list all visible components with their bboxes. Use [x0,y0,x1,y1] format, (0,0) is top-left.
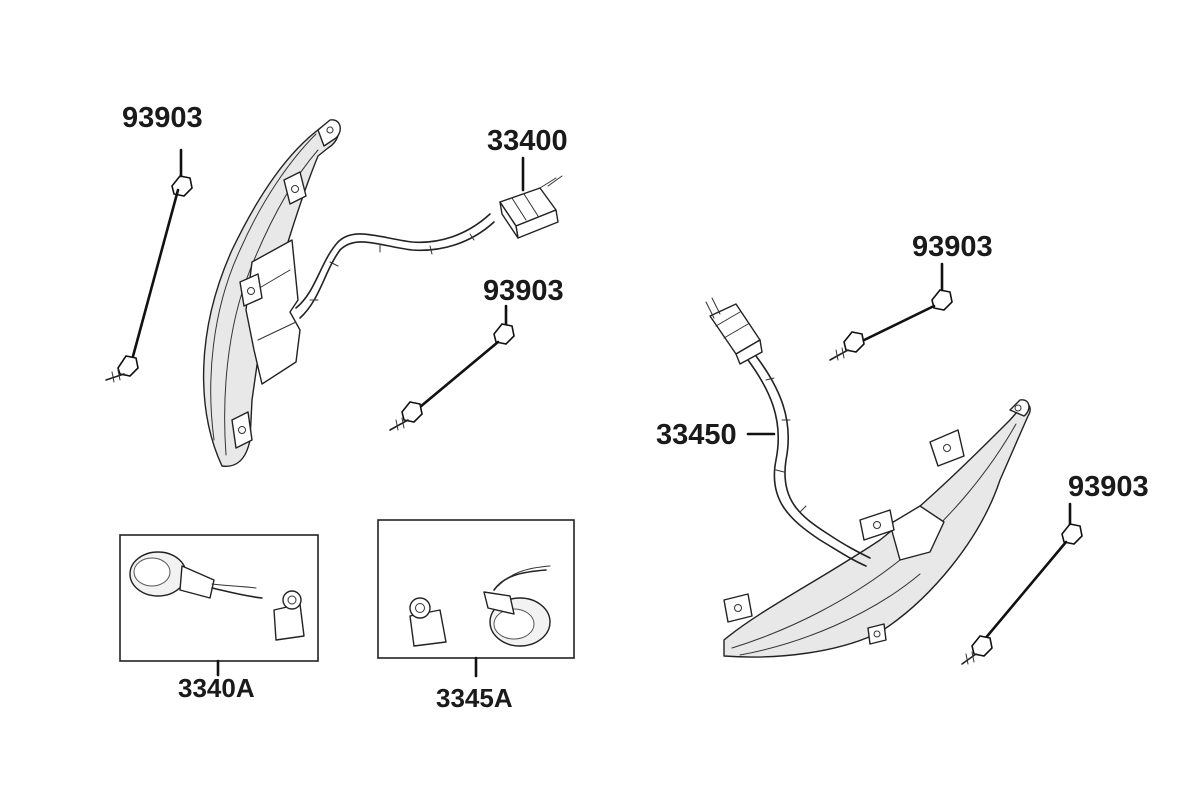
label-kit-left: 3340A [178,673,255,703]
label-screw-top-left: 93903 [122,102,203,134]
connector-33400 [499,175,563,239]
right-wire-harness [747,355,871,567]
right-turn-signal-lamp [723,399,1031,658]
kit-box-right [377,519,575,659]
left-turn-signal-lamp [202,119,341,467]
screw-top-left [105,175,193,383]
screw-top-right [829,289,953,361]
connector-33450 [705,297,763,365]
label-lamp-33450: 33450 [656,419,737,451]
label-connector-33400: 33400 [487,125,568,157]
kit-box-left [119,534,319,662]
screw-bottom-right [961,523,1083,665]
left-wire-harness [295,213,495,319]
label-kit-right: 3345A [436,683,513,713]
label-screw-top-right: 93903 [912,231,993,263]
label-screw-mid-left: 93903 [483,275,564,307]
label-screw-bottom-right: 93903 [1068,471,1149,503]
screw-mid-left [389,323,515,431]
